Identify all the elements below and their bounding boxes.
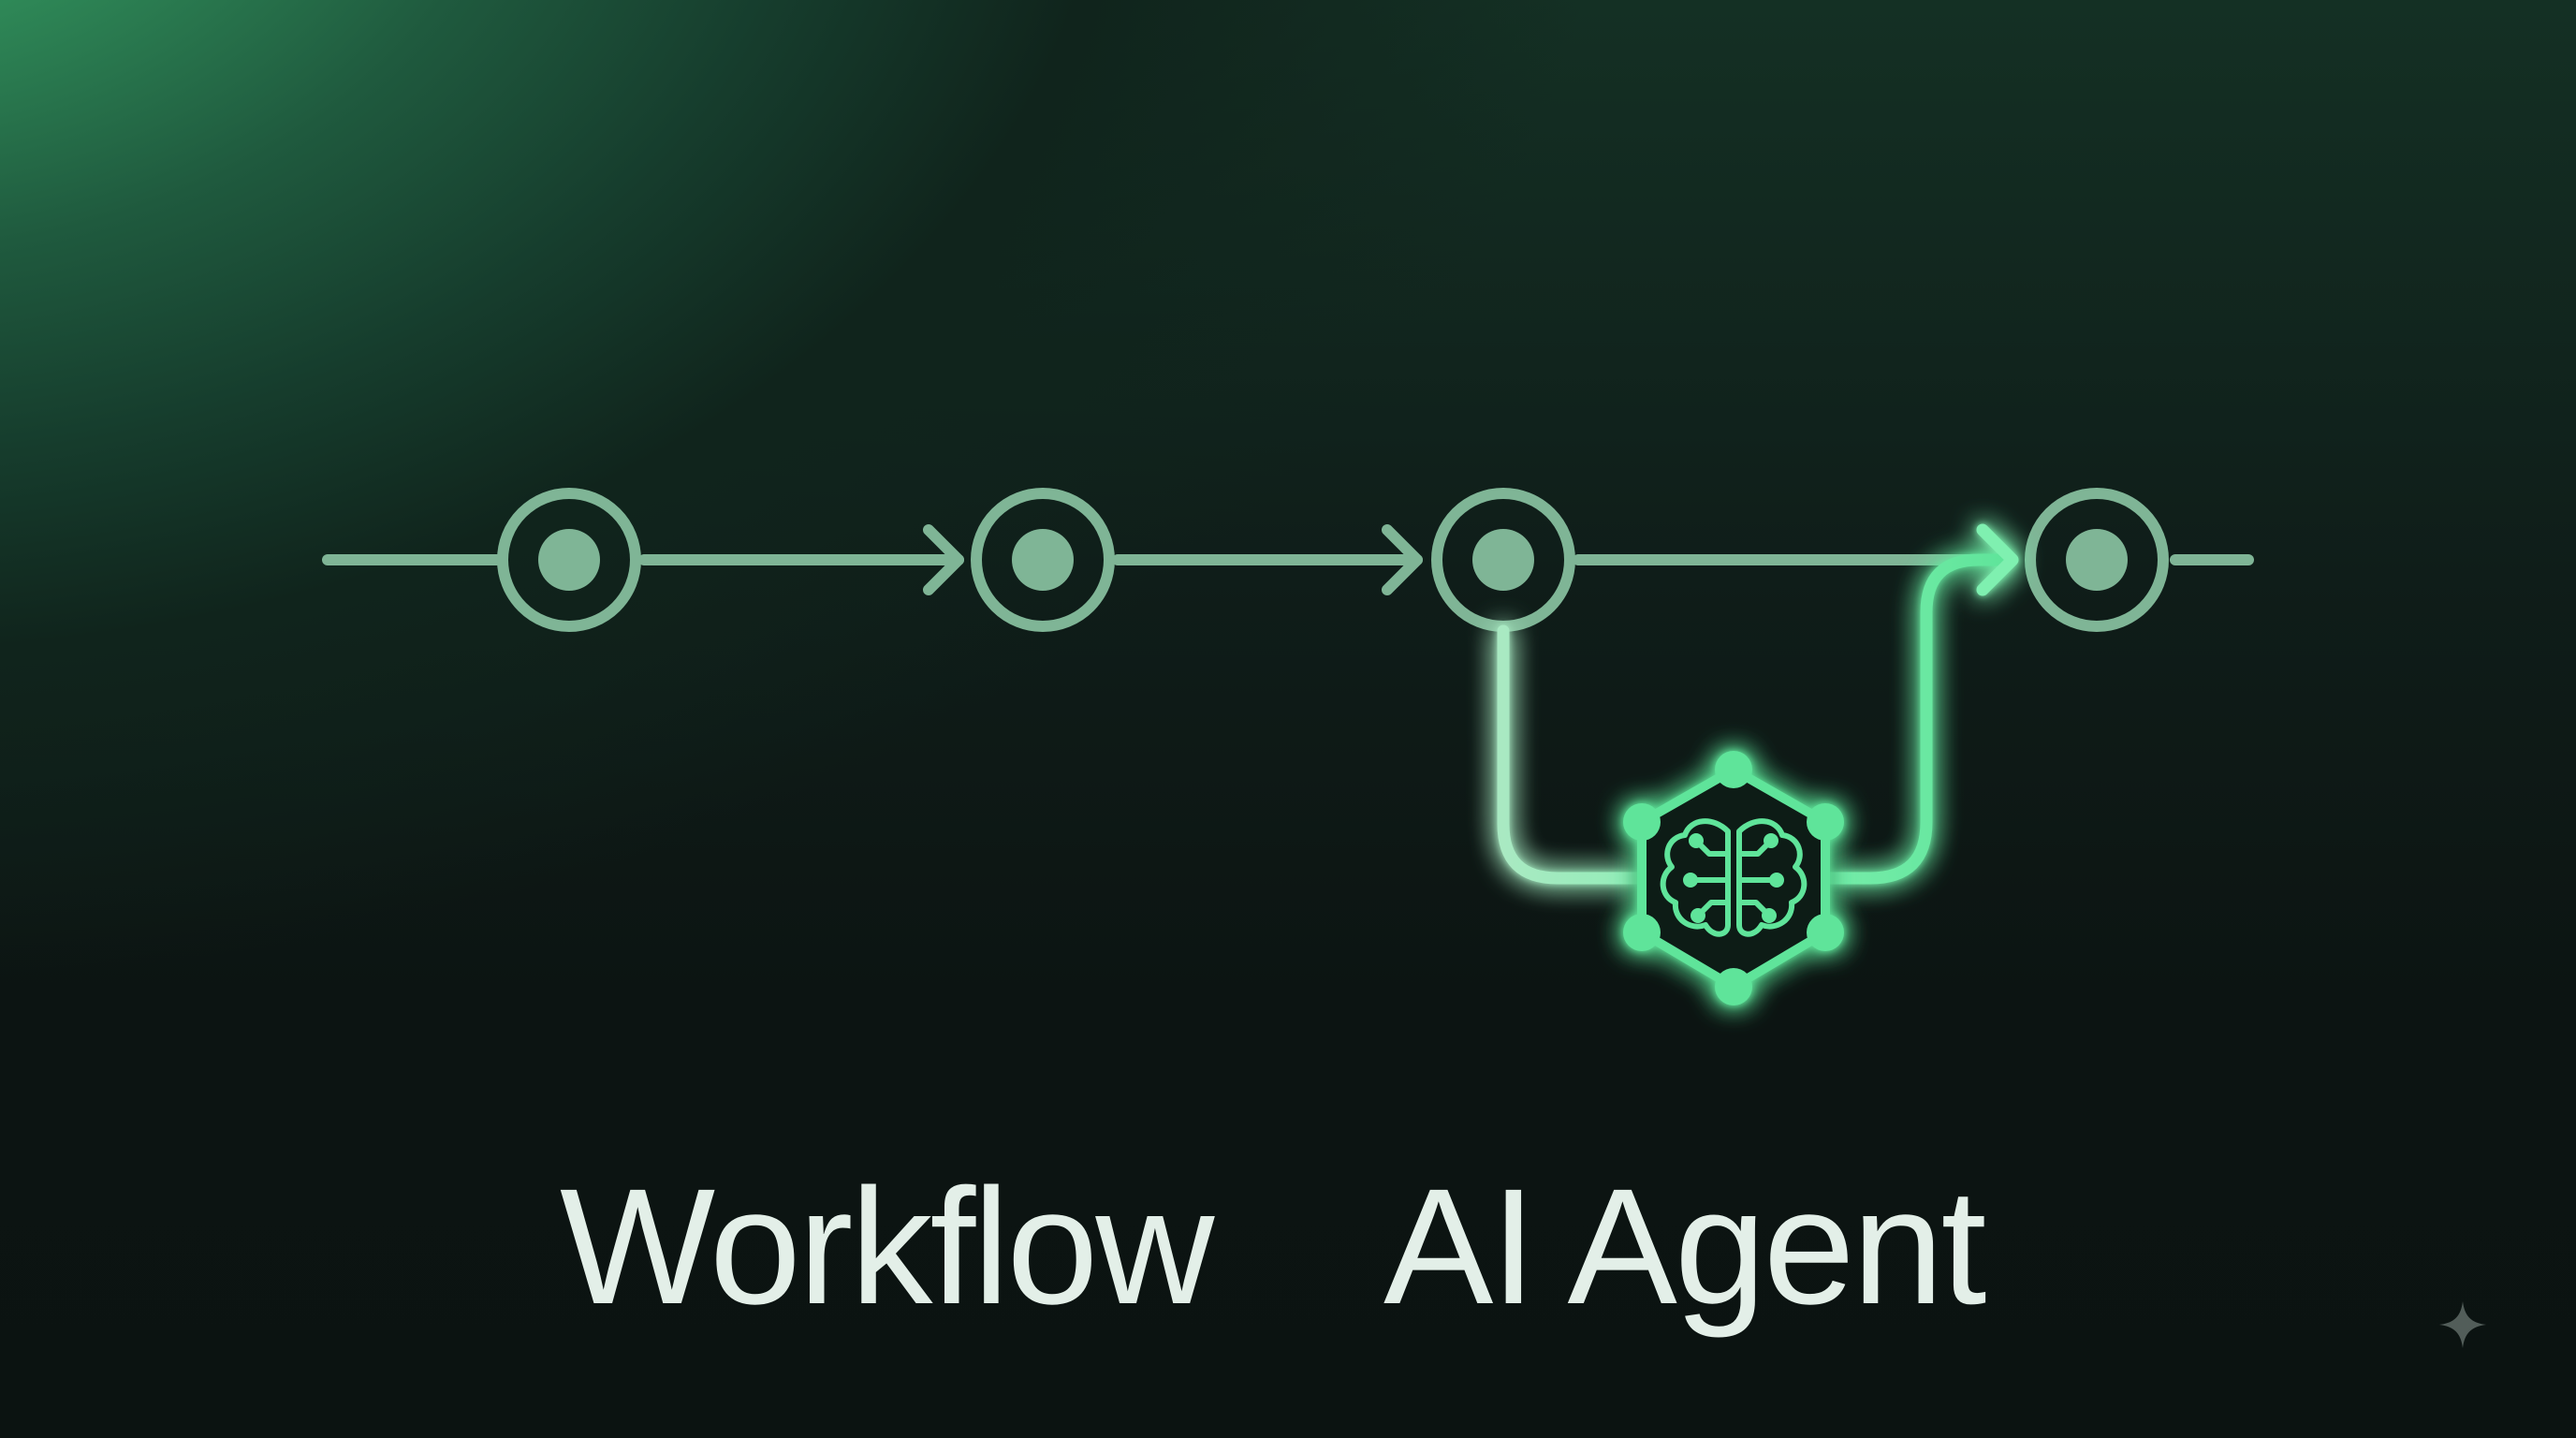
workflow-node-1 — [497, 488, 641, 632]
workflow-line — [322, 524, 2254, 595]
workflow-nodes — [497, 488, 2169, 632]
agent-hexagon — [1637, 765, 1830, 991]
sparkle-icon — [2439, 1301, 2486, 1348]
workflow-node-4 — [2025, 488, 2169, 632]
arrowhead-node-3 — [1382, 524, 1423, 595]
agent-branch — [1497, 523, 2019, 885]
agent-branch-path — [1497, 553, 2017, 885]
brain-circuit-icon — [1660, 818, 1808, 937]
arrowhead-node-2 — [923, 524, 964, 595]
ai-agent-caption: AI Agent — [1383, 1155, 1986, 1339]
workflow-node-3 — [1431, 488, 1575, 632]
agent-branch-arrowhead — [1976, 523, 2019, 596]
agent-node — [1623, 751, 1844, 1005]
hexagon-vertex-dots — [1623, 751, 1844, 1005]
workflow-node-2 — [971, 488, 1115, 632]
workflow-caption: Workflow — [560, 1155, 1214, 1339]
